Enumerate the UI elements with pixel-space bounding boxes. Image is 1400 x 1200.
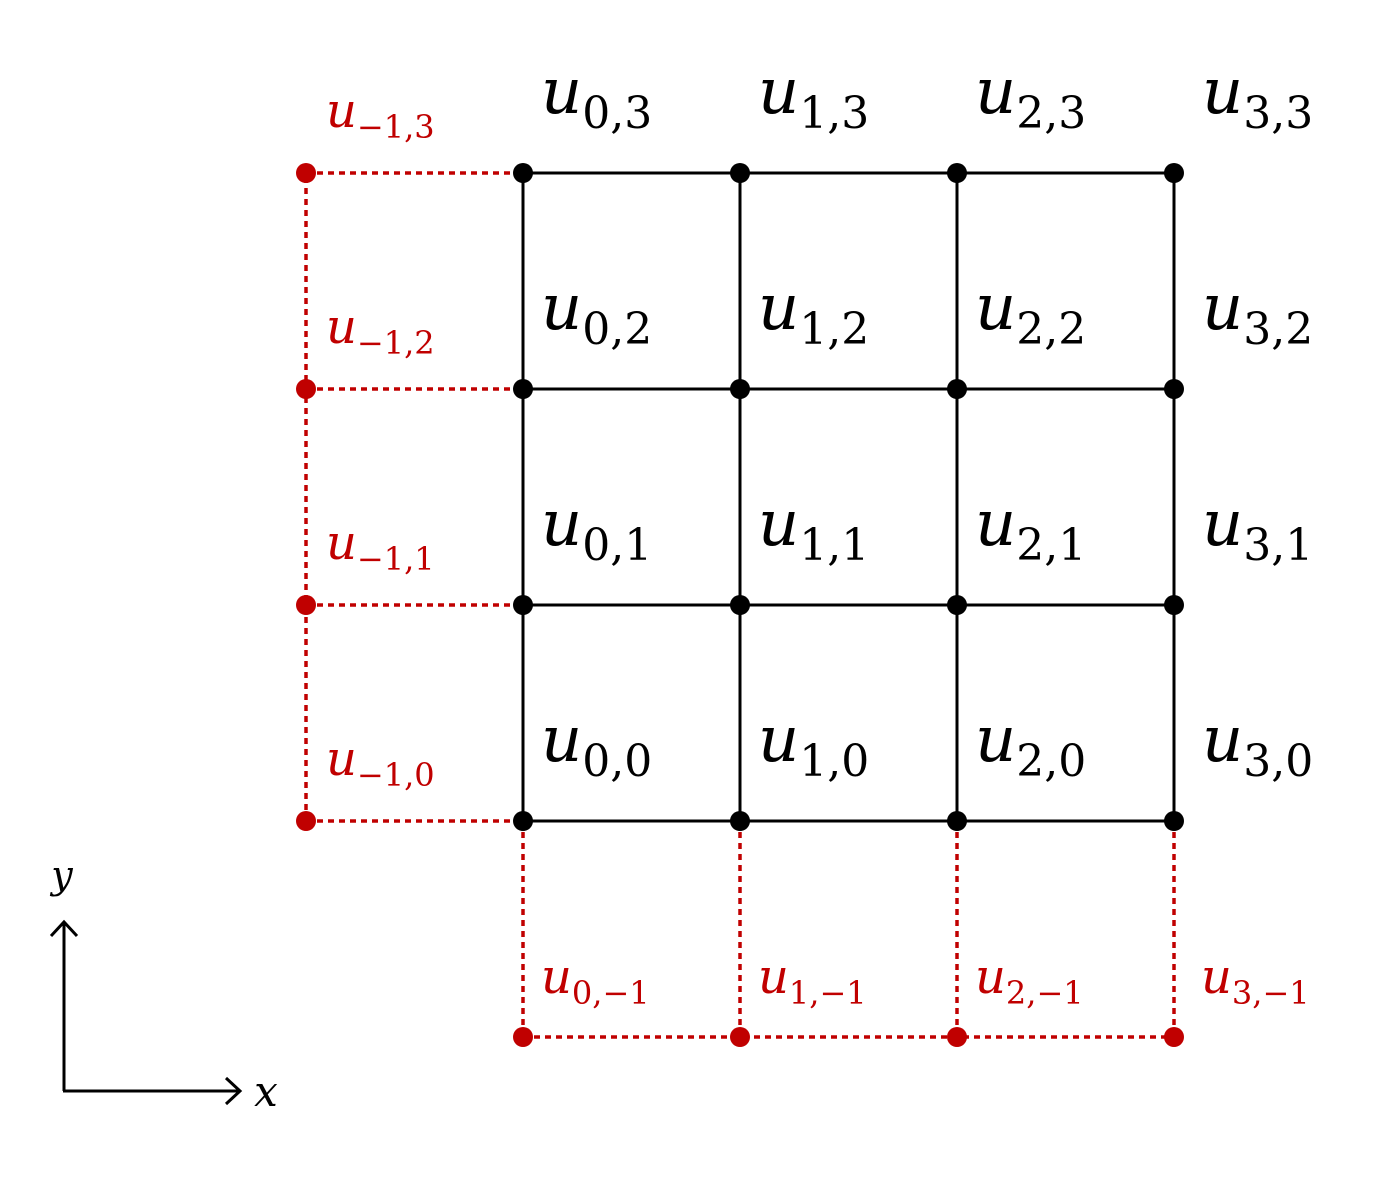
- grid-node-u30: [1164, 811, 1184, 831]
- ghost-node-um13: [296, 163, 316, 183]
- grid-node-u13: [730, 163, 750, 183]
- grid-nodes: [296, 163, 1184, 1047]
- node-label-u30: u3,0: [1202, 703, 1313, 787]
- x-axis-label: x: [254, 1067, 278, 1116]
- node-label-u32: u3,2: [1202, 271, 1313, 355]
- node-label-u21: u2,1: [975, 487, 1086, 571]
- y-axis-label: y: [49, 853, 73, 897]
- node-label-u33: u3,3: [1202, 55, 1313, 139]
- grid-node-u11: [730, 595, 750, 615]
- ghost-node-u3m1: [1164, 1027, 1184, 1047]
- node-labels: u0,0 u1,0 u2,0 u3,0 u0,1 u1,1 u2,1 u3,1 u0,2 u1,2…: [326, 55, 1313, 1012]
- node-label-u2m1: u2,−1: [975, 949, 1084, 1012]
- node-label-um11: u−1,1: [326, 515, 435, 578]
- grid-node-u22: [947, 379, 967, 399]
- grid-node-u33: [1164, 163, 1184, 183]
- grid-node-u31: [1164, 595, 1184, 615]
- grid-node-u32: [1164, 379, 1184, 399]
- node-label-u00: u0,0: [541, 703, 652, 787]
- grid-node-u12: [730, 379, 750, 399]
- grid-node-u01: [513, 595, 533, 615]
- node-label-u22: u2,2: [975, 271, 1086, 355]
- grid-node-u00: [513, 811, 533, 831]
- node-label-u31: u3,1: [1202, 487, 1313, 571]
- node-label-u0m1: u0,−1: [541, 949, 650, 1012]
- node-label-u20: u2,0: [975, 703, 1086, 787]
- node-label-u03: u0,3: [541, 55, 652, 139]
- ghost-node-u2m1: [947, 1027, 967, 1047]
- node-label-u12: u1,2: [758, 271, 869, 355]
- grid-node-u23: [947, 163, 967, 183]
- node-label-um10: u−1,0: [326, 731, 435, 794]
- interior-grid-lines: [521, 171, 1176, 823]
- node-label-u02: u0,2: [541, 271, 652, 355]
- node-label-u23: u2,3: [975, 55, 1086, 139]
- ghost-grid-lines: [304, 171, 1176, 1039]
- ghost-node-um11: [296, 595, 316, 615]
- node-label-u01: u0,1: [541, 487, 652, 571]
- y-arrowhead: [49, 919, 79, 938]
- grid-node-u03: [513, 163, 533, 183]
- grid-node-u10: [730, 811, 750, 831]
- node-label-um13: u−1,3: [326, 83, 435, 146]
- axes-indicator: y x: [49, 853, 278, 1116]
- grid-node-u20: [947, 811, 967, 831]
- x-arrowhead: [224, 1076, 243, 1106]
- ghost-node-u0m1: [513, 1027, 533, 1047]
- node-label-um12: u−1,2: [326, 299, 435, 362]
- node-label-u13: u1,3: [758, 55, 869, 139]
- node-label-u1m1: u1,−1: [758, 949, 867, 1012]
- ghost-node-u1m1: [730, 1027, 750, 1047]
- grid-node-u02: [513, 379, 533, 399]
- grid-node-u21: [947, 595, 967, 615]
- ghost-node-um10: [296, 811, 316, 831]
- ghost-node-um12: [296, 379, 316, 399]
- node-label-u3m1: u3,−1: [1201, 949, 1310, 1012]
- node-label-u10: u1,0: [758, 703, 869, 787]
- node-label-u11: u1,1: [758, 487, 869, 571]
